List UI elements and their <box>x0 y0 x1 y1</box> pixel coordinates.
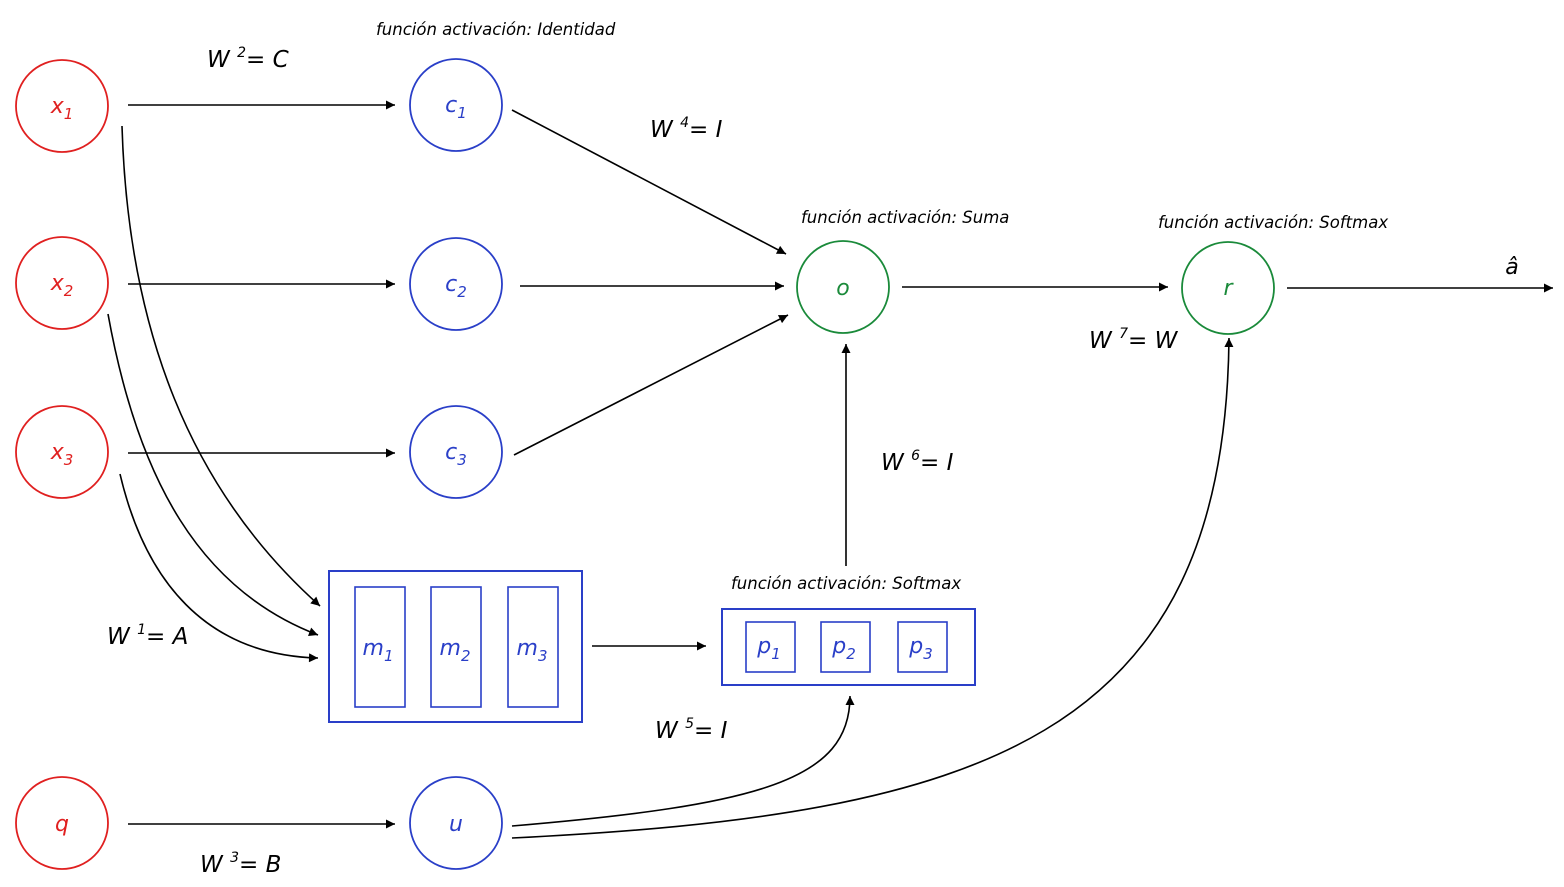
edge-x2-m <box>107 313 319 636</box>
node-c3-label: c3 <box>445 440 467 469</box>
attention-slot-p2-label: p2 <box>831 634 856 663</box>
memory-slot-m3-label: m3 <box>517 636 548 665</box>
memory-slot-m1 <box>354 586 406 708</box>
memory-block: m1 m2 m3 <box>328 570 583 723</box>
output-nodes: o r â <box>796 240 1519 335</box>
node-c3-circle <box>409 405 503 499</box>
memory-slot-m1-label: m1 <box>363 636 394 665</box>
edges <box>107 100 1553 839</box>
node-x2-label: x2 <box>50 271 74 300</box>
node-x1-label: x1 <box>50 94 74 123</box>
memory-slot-m3 <box>507 586 559 708</box>
weight-w2-label: W 2= C <box>207 45 289 73</box>
weight-w7-label: W 7= W <box>1089 326 1179 354</box>
weight-w4-label: W 4= I <box>650 115 723 143</box>
node-x3-label: x3 <box>50 440 74 469</box>
edge-x1-m <box>121 125 321 607</box>
node-o-circle <box>796 240 890 334</box>
attention-slot-p3 <box>897 621 948 673</box>
edge-x3-m <box>119 473 319 663</box>
node-q-circle <box>15 776 109 870</box>
attention-block: p1 p2 p3 <box>721 608 976 686</box>
weight-w3-label: W 3= B <box>200 850 281 878</box>
node-x3-circle <box>15 405 109 499</box>
activation-r-label: función activación: Softmax <box>1158 213 1388 232</box>
edge-c3-o <box>513 314 789 456</box>
weight-w6-label: W 6= I <box>881 448 954 476</box>
memory-slot-m2 <box>430 586 482 708</box>
node-c1-circle <box>409 58 503 152</box>
edge-u-r <box>511 337 1234 839</box>
edge-u-p <box>511 695 855 827</box>
node-c2-label: c2 <box>445 272 467 301</box>
node-r-label: r <box>1223 276 1234 301</box>
attention-slot-p1 <box>745 621 796 673</box>
activation-c-label: función activación: Identidad <box>376 20 616 39</box>
node-u-circle <box>409 776 503 870</box>
weight-w1-label: W 1= A <box>107 622 188 650</box>
activation-p-label: función activación: Softmax <box>731 574 961 593</box>
output-a-hat-label: â <box>1505 255 1518 280</box>
node-c1-label: c1 <box>445 93 467 122</box>
weight-w5-label: W 5= I <box>655 716 728 744</box>
node-r-circle <box>1181 241 1275 335</box>
weight-labels: W 2= C W 4= I W 7= W W 6= I W 1= A W 5= … <box>107 45 1179 878</box>
node-u-label: u <box>449 812 463 837</box>
memory-slot-m2-label: m2 <box>440 636 471 665</box>
edge-c1-o <box>511 109 787 255</box>
node-x2-circle <box>15 236 109 330</box>
activation-o-label: función activación: Suma <box>801 208 1009 227</box>
node-x1-circle <box>15 59 109 153</box>
input-nodes: x1 x2 x3 q <box>15 59 109 870</box>
node-q-label: q <box>55 812 69 837</box>
embedding-nodes: c1 c2 c3 u <box>409 58 503 870</box>
attention-slot-p3-label: p3 <box>908 634 933 663</box>
node-c2-circle <box>409 237 503 331</box>
attention-slot-p2 <box>820 621 871 673</box>
attention-slot-p1-label: p1 <box>756 634 781 663</box>
node-o-label: o <box>836 276 849 301</box>
activation-labels: función activación: Identidad función ac… <box>376 20 1388 593</box>
